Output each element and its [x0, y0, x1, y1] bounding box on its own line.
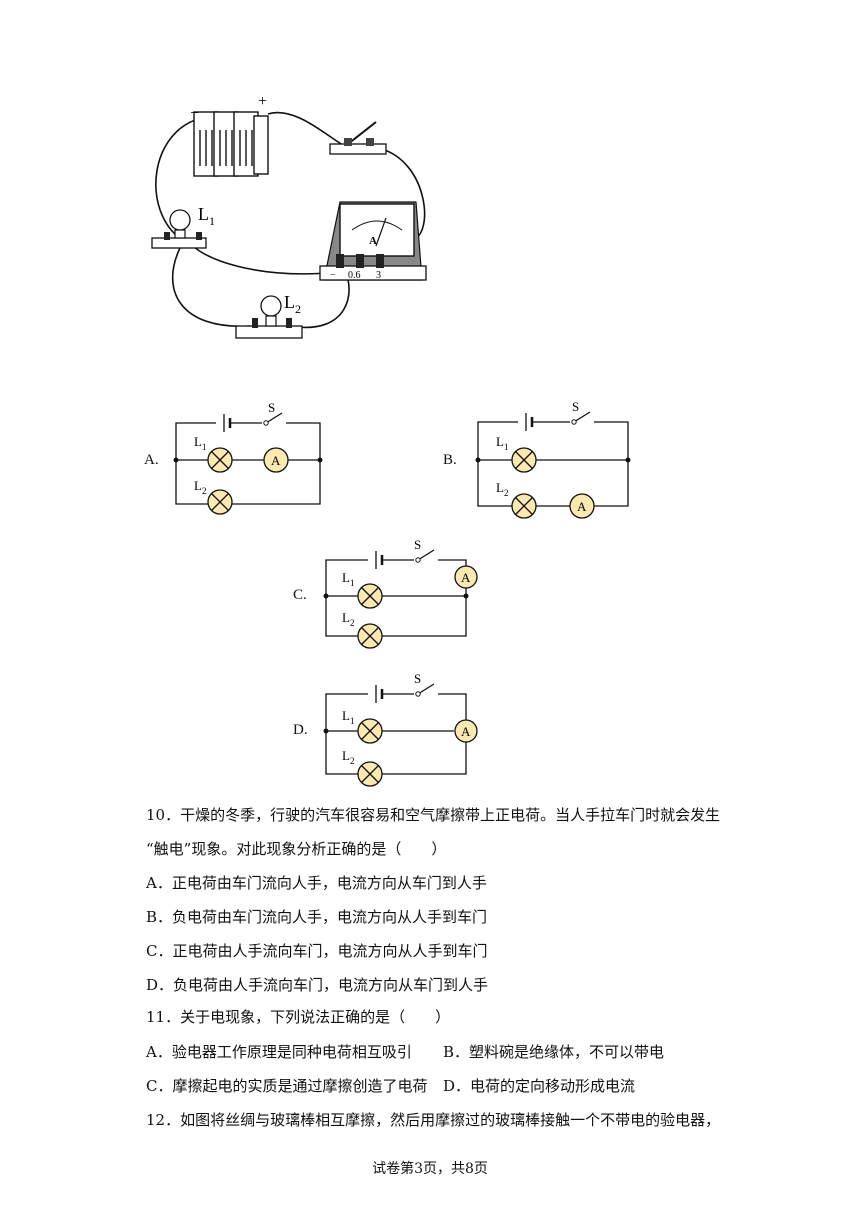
option-a-label: A.	[144, 452, 159, 468]
q10-option-d: D．负电荷由人手流向车门，电流方向从车门到人手	[146, 976, 489, 994]
battery-icon	[193, 111, 269, 177]
lamp-l1-label: L1	[342, 570, 354, 588]
switch-label: S	[572, 399, 579, 414]
ammeter-terminal-minus: −	[330, 270, 336, 281]
lamp-l1-icon	[207, 447, 233, 473]
q10-option-c: C．正电荷由人手流向车门，电流方向从人手到车门	[146, 942, 488, 960]
lamp-l1-label: L1	[496, 434, 508, 452]
circuit-diagram-a: A S L1 L2	[173, 400, 323, 515]
q10-option-b: B．负电荷由车门流向人手，电流方向从人手到车门	[146, 908, 488, 926]
q11-option-d: D．电荷的定向移动形成电流	[443, 1077, 636, 1095]
switch-label: S	[268, 400, 275, 415]
lamp-l1-label: L1	[342, 708, 354, 726]
circuit-diagram-c: A S L1 L2	[323, 537, 478, 649]
lamp-l2-label: L2	[194, 478, 206, 496]
lamp-l2-label: L2	[342, 748, 354, 766]
lamp-l2-label: L2	[496, 480, 508, 498]
ammeter-symbol: A	[577, 499, 587, 514]
page-footer: 试卷第3页，共8页	[372, 1161, 488, 1177]
ammeter-icon	[569, 493, 595, 519]
bulb-l1-label: L1	[198, 204, 215, 228]
switch-label: S	[414, 671, 421, 686]
bulb-l1-icon	[151, 209, 207, 249]
q10-stem-line1: 10．干燥的冬季，行驶的汽车很容易和空气摩擦带上正电荷。当人手拉车门时就会发生	[146, 806, 721, 824]
option-b-label: B.	[443, 452, 457, 468]
circuit-diagram-d: A S L1 L2	[323, 671, 478, 787]
physical-circuit-figure: − + L1 L2 A − 0.6 3	[151, 93, 427, 339]
ammeter-icon	[263, 447, 289, 473]
ammeter-icon	[454, 565, 478, 589]
switch-icon	[329, 121, 387, 155]
ammeter-symbol: A	[369, 235, 377, 247]
circuit-diagram-b: A S L1 L2	[475, 399, 631, 519]
lamp-l2-icon	[357, 623, 383, 649]
lamp-l2-label: L2	[342, 610, 354, 628]
option-d-label: D.	[293, 722, 308, 738]
ammeter-terminal-06: 0.6	[348, 270, 361, 281]
lamp-l2-icon	[357, 761, 383, 787]
ammeter-symbol: A	[461, 570, 471, 585]
option-c-label: C.	[293, 587, 307, 603]
battery-minus-label: −	[190, 105, 199, 122]
ammeter-icon	[454, 719, 478, 743]
lamp-l1-icon	[357, 718, 383, 744]
lamp-l1-icon	[511, 447, 537, 473]
lamp-l2-icon	[207, 489, 233, 515]
lamp-l2-icon	[511, 493, 537, 519]
q11-option-a: A．验电器工作原理是同种电荷相互吸引	[146, 1043, 412, 1061]
lamp-l1-icon	[357, 583, 383, 609]
bulb-l2-icon	[235, 295, 303, 339]
ammeter-icon	[319, 201, 427, 281]
lamp-l1-label: L1	[194, 434, 206, 452]
bulb-l2-label: L2	[284, 292, 301, 316]
q12-stem-line1: 12．如图将丝绸与玻璃棒相互摩擦，然后用摩擦过的玻璃棒接触一个不带电的验电器，	[146, 1111, 721, 1129]
q11-stem: 11．关于电现象，下列说法正确的是（ ）	[146, 1008, 451, 1026]
ammeter-terminal-3: 3	[376, 270, 381, 281]
q10-stem-line2: “触电”现象。对此现象分析正确的是（ ）	[146, 840, 447, 858]
q10-option-a: A．正电荷由车门流向人手，电流方向从车门到人手	[146, 874, 487, 892]
q11-option-c: C．摩擦起电的实质是通过摩擦创造了电荷	[146, 1077, 428, 1095]
ammeter-symbol: A	[271, 453, 281, 468]
battery-plus-label: +	[258, 93, 267, 110]
switch-label: S	[414, 537, 421, 552]
q11-option-b: B．塑料碗是绝缘体，不可以带电	[443, 1043, 665, 1061]
ammeter-symbol: A	[461, 724, 471, 739]
